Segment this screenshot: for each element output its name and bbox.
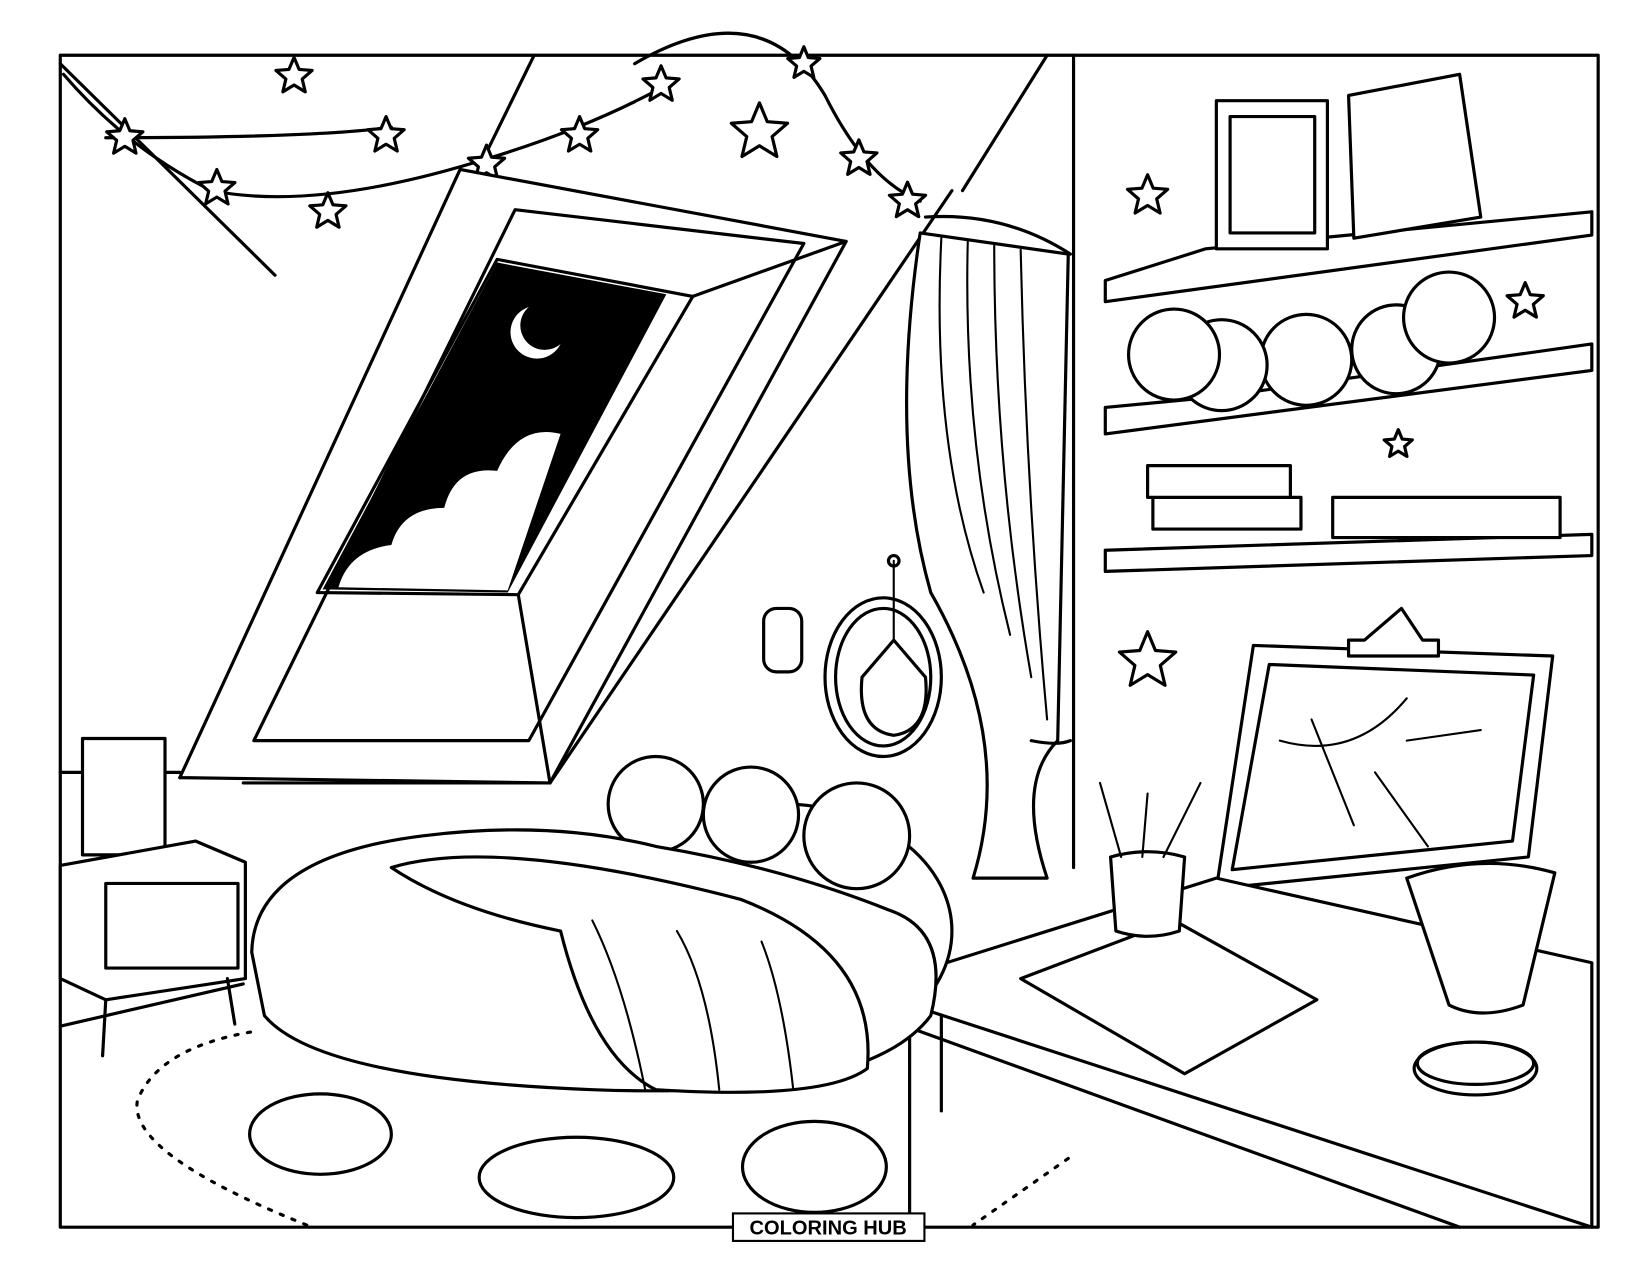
logo-text: COLORING HUB <box>750 1218 907 1240</box>
star-map-poster <box>1214 606 1555 891</box>
night-sky <box>322 262 667 593</box>
curtain <box>905 214 1072 880</box>
rug-and-cushions <box>135 1029 1070 1227</box>
desk <box>860 781 1594 1229</box>
star-icon <box>641 64 681 102</box>
star-icon <box>1505 281 1545 319</box>
star-icon <box>1125 173 1170 215</box>
star-icon <box>887 180 928 219</box>
star-garland <box>61 31 1545 687</box>
skylight-window <box>178 167 848 785</box>
star-icon <box>197 167 237 206</box>
coloring-hub-logo: COLORING HUB <box>731 1212 926 1242</box>
wall-decorations <box>762 553 943 759</box>
star-icon <box>559 115 600 153</box>
moon-icon <box>510 306 561 359</box>
star-icon <box>729 101 790 159</box>
nightstand <box>58 736 247 1058</box>
star-icon <box>786 45 822 79</box>
star-icon <box>308 191 348 229</box>
clouds <box>338 431 561 591</box>
star-icon <box>366 115 406 153</box>
star-icon <box>105 117 145 155</box>
star-icon <box>1117 630 1178 687</box>
star-icon <box>466 143 507 182</box>
bed <box>250 754 954 1094</box>
star-icon <box>1382 428 1414 459</box>
star-icon <box>839 138 879 176</box>
star-icon <box>274 55 314 94</box>
shelves <box>1103 72 1594 573</box>
